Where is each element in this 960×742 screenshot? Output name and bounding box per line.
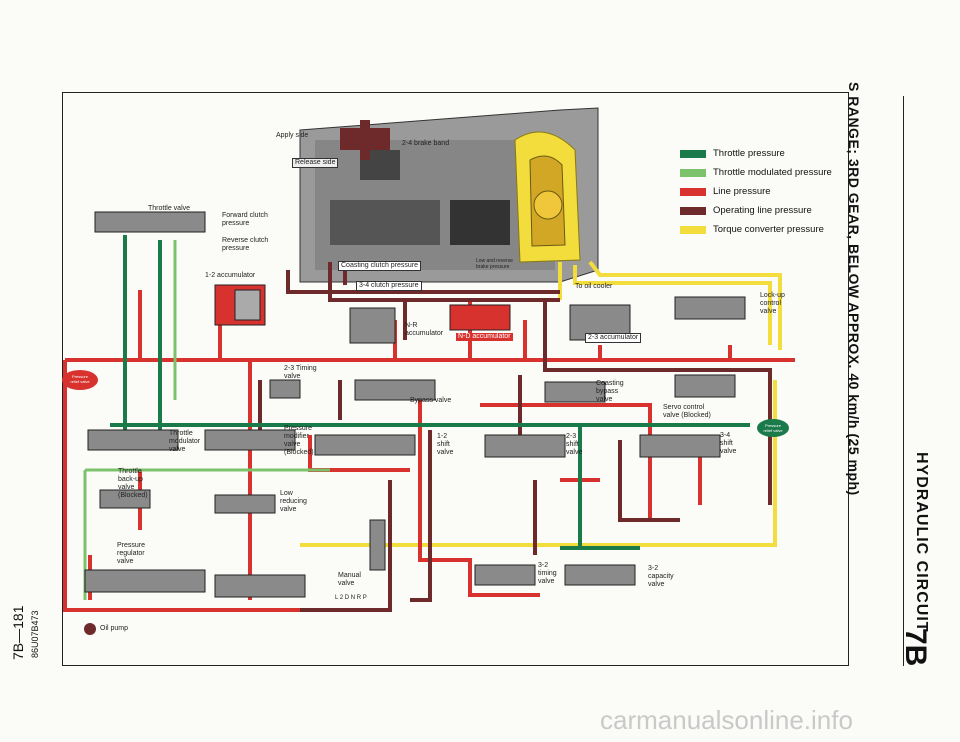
label-to-oil-cooler: To oil cooler [575, 283, 613, 290]
section-title: HYDRAULIC CIRCUIT [913, 452, 930, 633]
label-reverse-clutch: Reverse clutch pressure [222, 237, 269, 252]
legend-item-torque: Torque converter pressure [680, 224, 824, 235]
label-coasting-clutch: Coasting clutch pressure [338, 261, 422, 271]
legend-item-throttle-modulated: Throttle modulated pressure [680, 167, 832, 178]
label-throttle-modulator: Throttle modulator valve [169, 430, 201, 453]
throttle-pressure-lines [110, 235, 750, 550]
legend-item-line: Line pressure [680, 186, 771, 197]
label-pressure-relief-right: Pressure relief valve [763, 423, 783, 433]
label-bypass-valve: Bypass valve [410, 397, 452, 404]
watermark: carmanualsonline.info [600, 705, 853, 735]
label-timing-32: 3-2 timing valve [538, 562, 557, 585]
label-clutch-34: 3-4 clutch pressure [356, 281, 422, 291]
label-timing-23: 2-3 Timing valve [284, 365, 317, 380]
label-pressure-regulator: Pressure regulator valve [117, 542, 146, 565]
legend-item-operating: Operating line pressure [680, 205, 812, 216]
legend-label: Torque converter pressure [713, 224, 824, 235]
label-servo-control: Servo control valve (Blocked) [663, 404, 711, 419]
torque-converter [514, 131, 581, 263]
label-shift-34: 3-4 shift valve [720, 432, 737, 455]
brake-band [340, 120, 390, 160]
label-lockup-valve: Lock-up control valve [760, 292, 785, 315]
label-capacity-32: 3-2 capacity valve [648, 565, 674, 588]
legend-label: Throttle pressure [713, 148, 785, 159]
legend-label: Line pressure [713, 186, 771, 197]
label-throttle-valve: Throttle valve [148, 205, 191, 212]
header-divider [903, 96, 904, 666]
label-accumulator-12: 1-2 accumulator [205, 272, 256, 279]
legend-label: Operating line pressure [713, 205, 812, 216]
oil-pump-symbol [84, 623, 96, 635]
label-shift-12: 1-2 shift valve [437, 433, 454, 456]
label-throttle-backup: Throttle back-up valve (Blocked) [118, 468, 148, 499]
pressure-relief-badges [62, 370, 789, 437]
label-manual-positions: L 2 D N R P [335, 595, 367, 601]
label-release-side: Release side [292, 158, 339, 168]
label-apply-side: Apply side [276, 132, 309, 139]
valve-bodies [84, 211, 746, 598]
label-nr-accumulator: N-R accumulator [405, 322, 444, 337]
legend-label: Throttle modulated pressure [713, 167, 832, 178]
label-accumulator-23: 2-3 accumulator [585, 333, 642, 343]
operating-line-lines [258, 262, 772, 612]
page-number: 7B—181 [10, 605, 26, 660]
legend-swatch [680, 149, 706, 158]
label-low-reverse: Low and reverse brake pressure [476, 258, 513, 270]
page-title: S RANGE; 3RD GEAR, BELOW APPROX. 40 km/h… [846, 82, 862, 496]
label-pressure-modifier: Pressure modifier valve (Blocked) [284, 425, 314, 456]
label-coasting-bypass: Coasting bypass valve [596, 380, 624, 403]
label-forward-clutch: Forward clutch pressure [222, 212, 268, 227]
label-oil-pump: Oil pump [100, 625, 129, 632]
legend-item-throttle: Throttle pressure [680, 148, 785, 159]
legend-swatch [680, 206, 706, 215]
section-badge: 7B [899, 628, 932, 667]
label-nd-accumulator: N-D accumulator [456, 333, 513, 341]
legend-swatch [680, 225, 706, 234]
label-pressure-relief-left: Pressure relief valve [70, 374, 90, 384]
legend-swatch [680, 168, 706, 177]
legend-swatch [680, 187, 706, 196]
label-brake-band: 2-4 brake band [402, 140, 450, 147]
doc-code: 86U07B473 [30, 610, 40, 658]
label-manual-valve: Manual valve [338, 572, 361, 587]
label-shift-23: 2-3 shift valve [566, 433, 583, 456]
label-low-reducing: Low reducing valve [280, 490, 307, 513]
